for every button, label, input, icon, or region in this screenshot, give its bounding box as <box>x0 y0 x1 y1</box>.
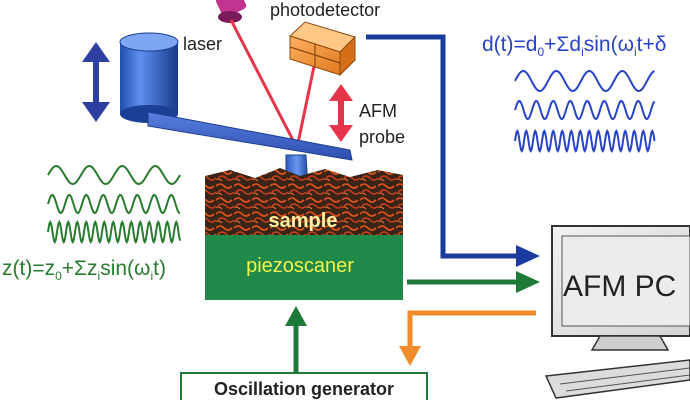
afm-probe-label-line1: AFM <box>359 101 397 121</box>
d-formula: d(t)=d0+Σdisin(ωit+δ <box>482 33 666 59</box>
probe-holder <box>119 32 179 123</box>
pc-monitor <box>544 225 690 399</box>
piezoscaner-label: piezoscaner <box>246 255 354 277</box>
d-wave-3 <box>514 128 656 154</box>
sample <box>205 168 403 235</box>
z-wave-3 <box>47 219 181 245</box>
z-wave-2 <box>47 193 181 215</box>
d-wave-1 <box>514 69 655 93</box>
cantilever <box>147 111 353 161</box>
piezoscanner <box>205 235 403 300</box>
oscillation-generator-label: Oscillation generator <box>214 379 394 399</box>
photodetector <box>289 21 356 77</box>
generator-to-piezo-arrowhead <box>285 306 307 326</box>
holder-move-arrow <box>82 42 110 122</box>
piezo-to-pc-arrowhead <box>516 271 540 293</box>
sample-label: sample <box>269 210 338 232</box>
detector-to-pc-arrow <box>366 34 525 259</box>
z-signal-waves <box>47 164 181 245</box>
pc-to-generator-arrow <box>407 310 536 352</box>
z-formula: z(t)=z0+Σzisin(ωit) <box>2 257 166 283</box>
oscillation-generator-box <box>180 372 428 400</box>
detector-to-pc-arrowhead <box>516 245 540 267</box>
pc-label: AFM PC <box>563 270 676 303</box>
afm-probe-label-line2: probe <box>359 127 405 147</box>
d-wave-2 <box>514 99 656 121</box>
probe-move-arrow <box>329 84 353 142</box>
z-wave-1 <box>47 164 181 186</box>
pc-to-generator-arrowhead <box>399 346 421 366</box>
photodetector-label: photodetector <box>270 0 380 20</box>
laser-label: laser <box>183 34 222 54</box>
d-signal-waves <box>514 69 656 154</box>
laser-source <box>215 0 247 23</box>
laser-beam <box>229 19 319 149</box>
